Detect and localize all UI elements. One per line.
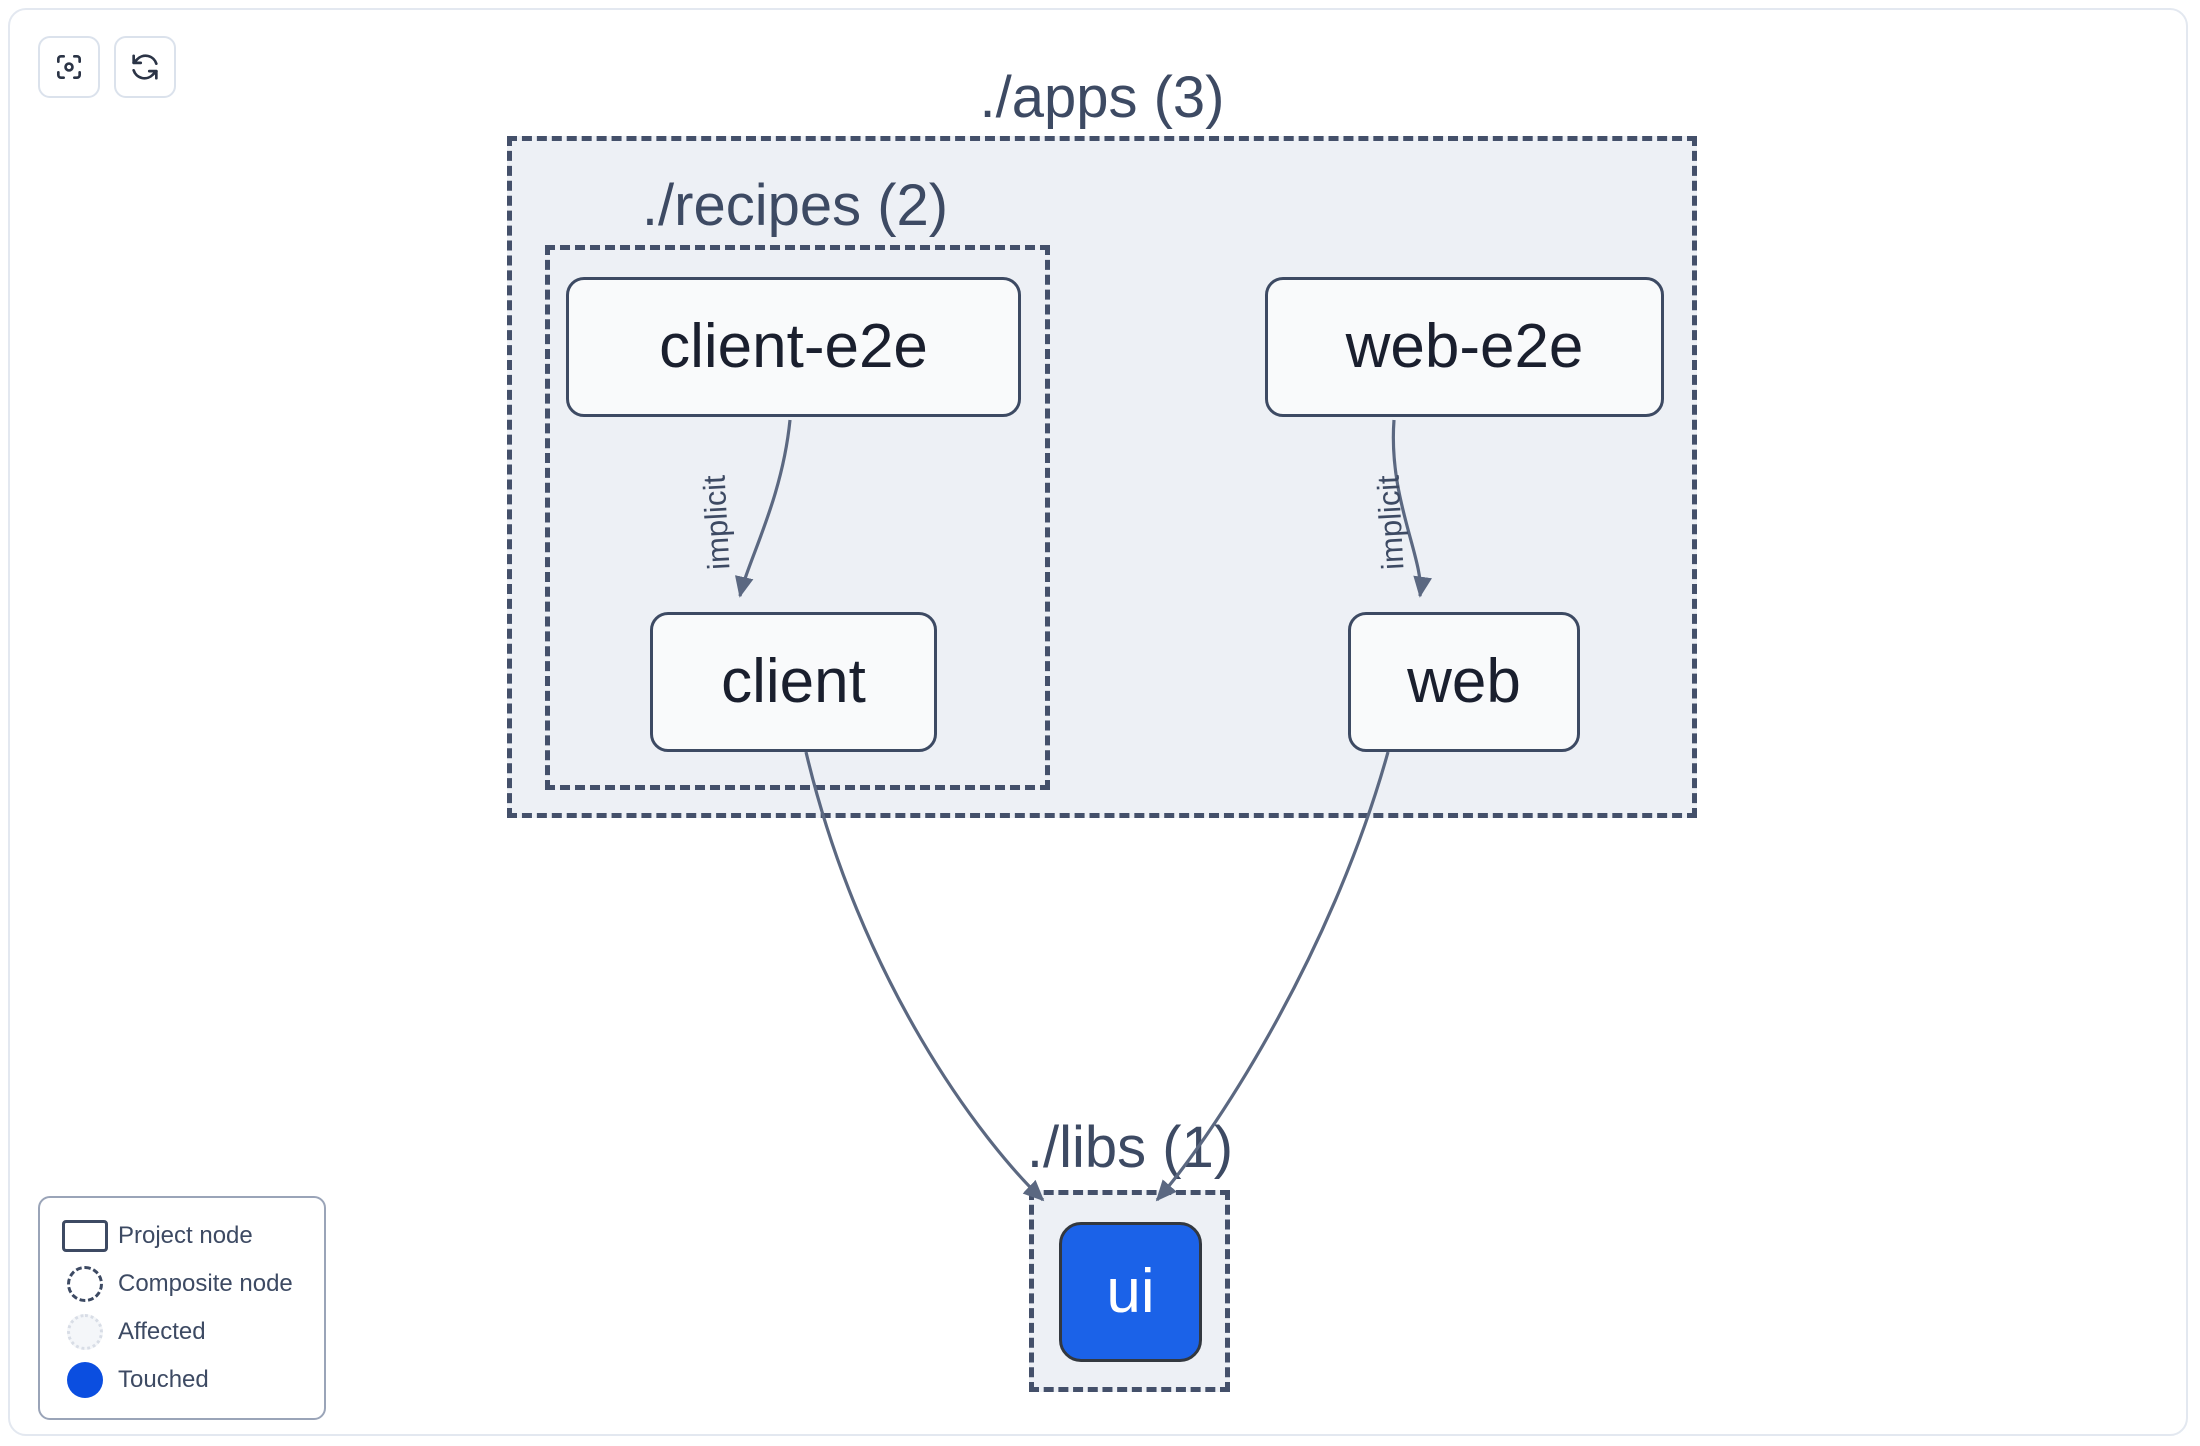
graph-toolbar [38,36,176,98]
project-node-client-e2e[interactable]: client-e2e [566,277,1021,417]
project-node-client-e2e-label: client-e2e [659,312,928,381]
legend-item-affected: Affected [58,1308,306,1356]
composite-group-apps-label: ./apps (3) [979,65,1225,130]
project-node-ui-label: ui [1106,1257,1155,1326]
project-node-client[interactable]: client [650,612,937,752]
legend-item-project-node: Project node [58,1212,306,1260]
composite-group-recipes-label: ./recipes (2) [641,173,949,238]
graph-legend: Project node Composite node Affected Tou… [38,1196,326,1420]
filled-circle-icon [58,1362,112,1398]
project-node-web[interactable]: web [1348,612,1580,752]
legend-item-composite-node-label: Composite node [118,1270,293,1297]
focus-target-icon [53,51,85,83]
project-node-ui[interactable]: ui [1059,1222,1202,1362]
legend-item-touched: Touched [58,1356,306,1404]
legend-item-touched-label: Touched [118,1366,209,1393]
project-node-web-label: web [1407,647,1521,716]
project-node-client-label: client [721,647,866,716]
legend-item-composite-node: Composite node [58,1260,306,1308]
refresh-icon [129,51,161,83]
legend-item-affected-label: Affected [118,1318,206,1345]
edge-client-to-ui [804,751,1045,1202]
legend-item-project-node-label: Project node [118,1222,253,1249]
composite-group-libs-label: ./libs (1) [1026,1115,1234,1180]
dashed-circle-icon [58,1266,112,1302]
project-node-web-e2e-label: web-e2e [1345,312,1584,381]
focus-graph-button[interactable] [38,36,100,98]
project-node-web-e2e[interactable]: web-e2e [1265,277,1664,417]
rectangle-outline-icon [58,1220,112,1252]
dotted-circle-icon [58,1314,112,1350]
refresh-graph-button[interactable] [114,36,176,98]
